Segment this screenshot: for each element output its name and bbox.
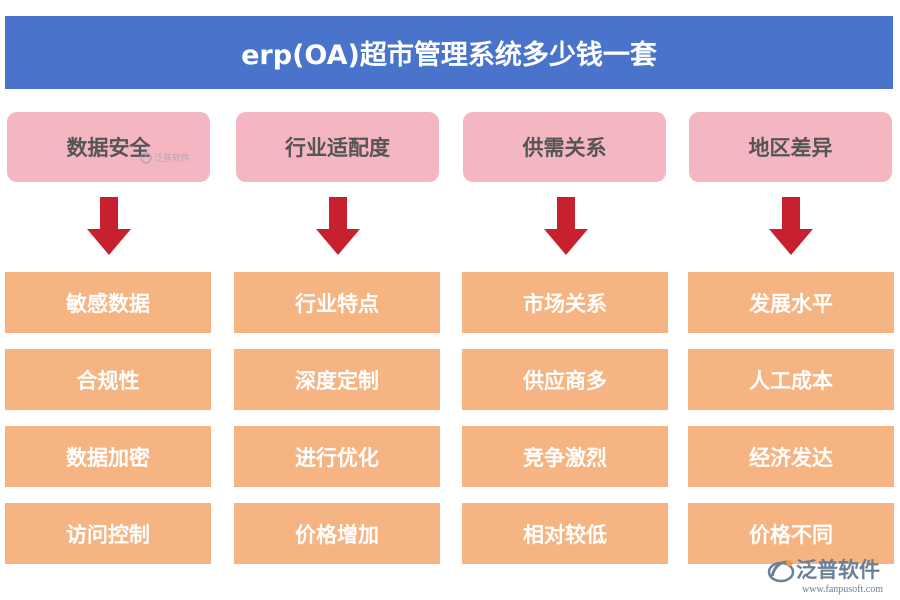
category-supply-demand: 供需关系: [463, 112, 666, 182]
down-arrow-icon: [544, 197, 588, 255]
brand-url: www.fanpusoft.com: [802, 584, 884, 595]
fanpu-logo-icon: [767, 560, 795, 583]
item-market-relations: 市场关系: [462, 272, 668, 333]
item-data-encryption: 数据加密: [5, 426, 211, 487]
down-arrow-icon: [87, 197, 131, 255]
watermark-name: 泛普软件: [154, 154, 191, 164]
page-title: erp(OA)超市管理系统多少钱一套: [5, 16, 893, 89]
brand-name: 泛普软件: [796, 558, 880, 582]
item-development-level: 发展水平: [688, 272, 894, 333]
item-access-control: 访问控制: [5, 503, 211, 564]
item-relatively-low: 相对较低: [462, 503, 668, 564]
down-arrow-icon: [769, 197, 813, 255]
category-data-security: 数据安全: [7, 112, 210, 182]
item-many-suppliers: 供应商多: [462, 349, 668, 410]
item-labor-cost: 人工成本: [688, 349, 894, 410]
watermark-logo: 泛普软件: [140, 151, 190, 164]
item-deep-customization: 深度定制: [234, 349, 440, 410]
category-industry-fit: 行业适配度: [236, 112, 439, 182]
item-different-prices: 价格不同: [688, 503, 894, 564]
item-compliance: 合规性: [5, 349, 211, 410]
down-arrow-icon: [316, 197, 360, 255]
item-sensitive-data: 敏感数据: [5, 272, 211, 333]
item-price-increase: 价格增加: [234, 503, 440, 564]
brand-logo: 泛普软件 www.fanpusoft.com: [766, 554, 894, 598]
item-fierce-competition: 竞争激烈: [462, 426, 668, 487]
item-economic-development: 经济发达: [688, 426, 894, 487]
fanpu-logo-icon: [140, 151, 152, 164]
item-optimization: 进行优化: [234, 426, 440, 487]
item-industry-traits: 行业特点: [234, 272, 440, 333]
category-regional-difference: 地区差异: [689, 112, 892, 182]
